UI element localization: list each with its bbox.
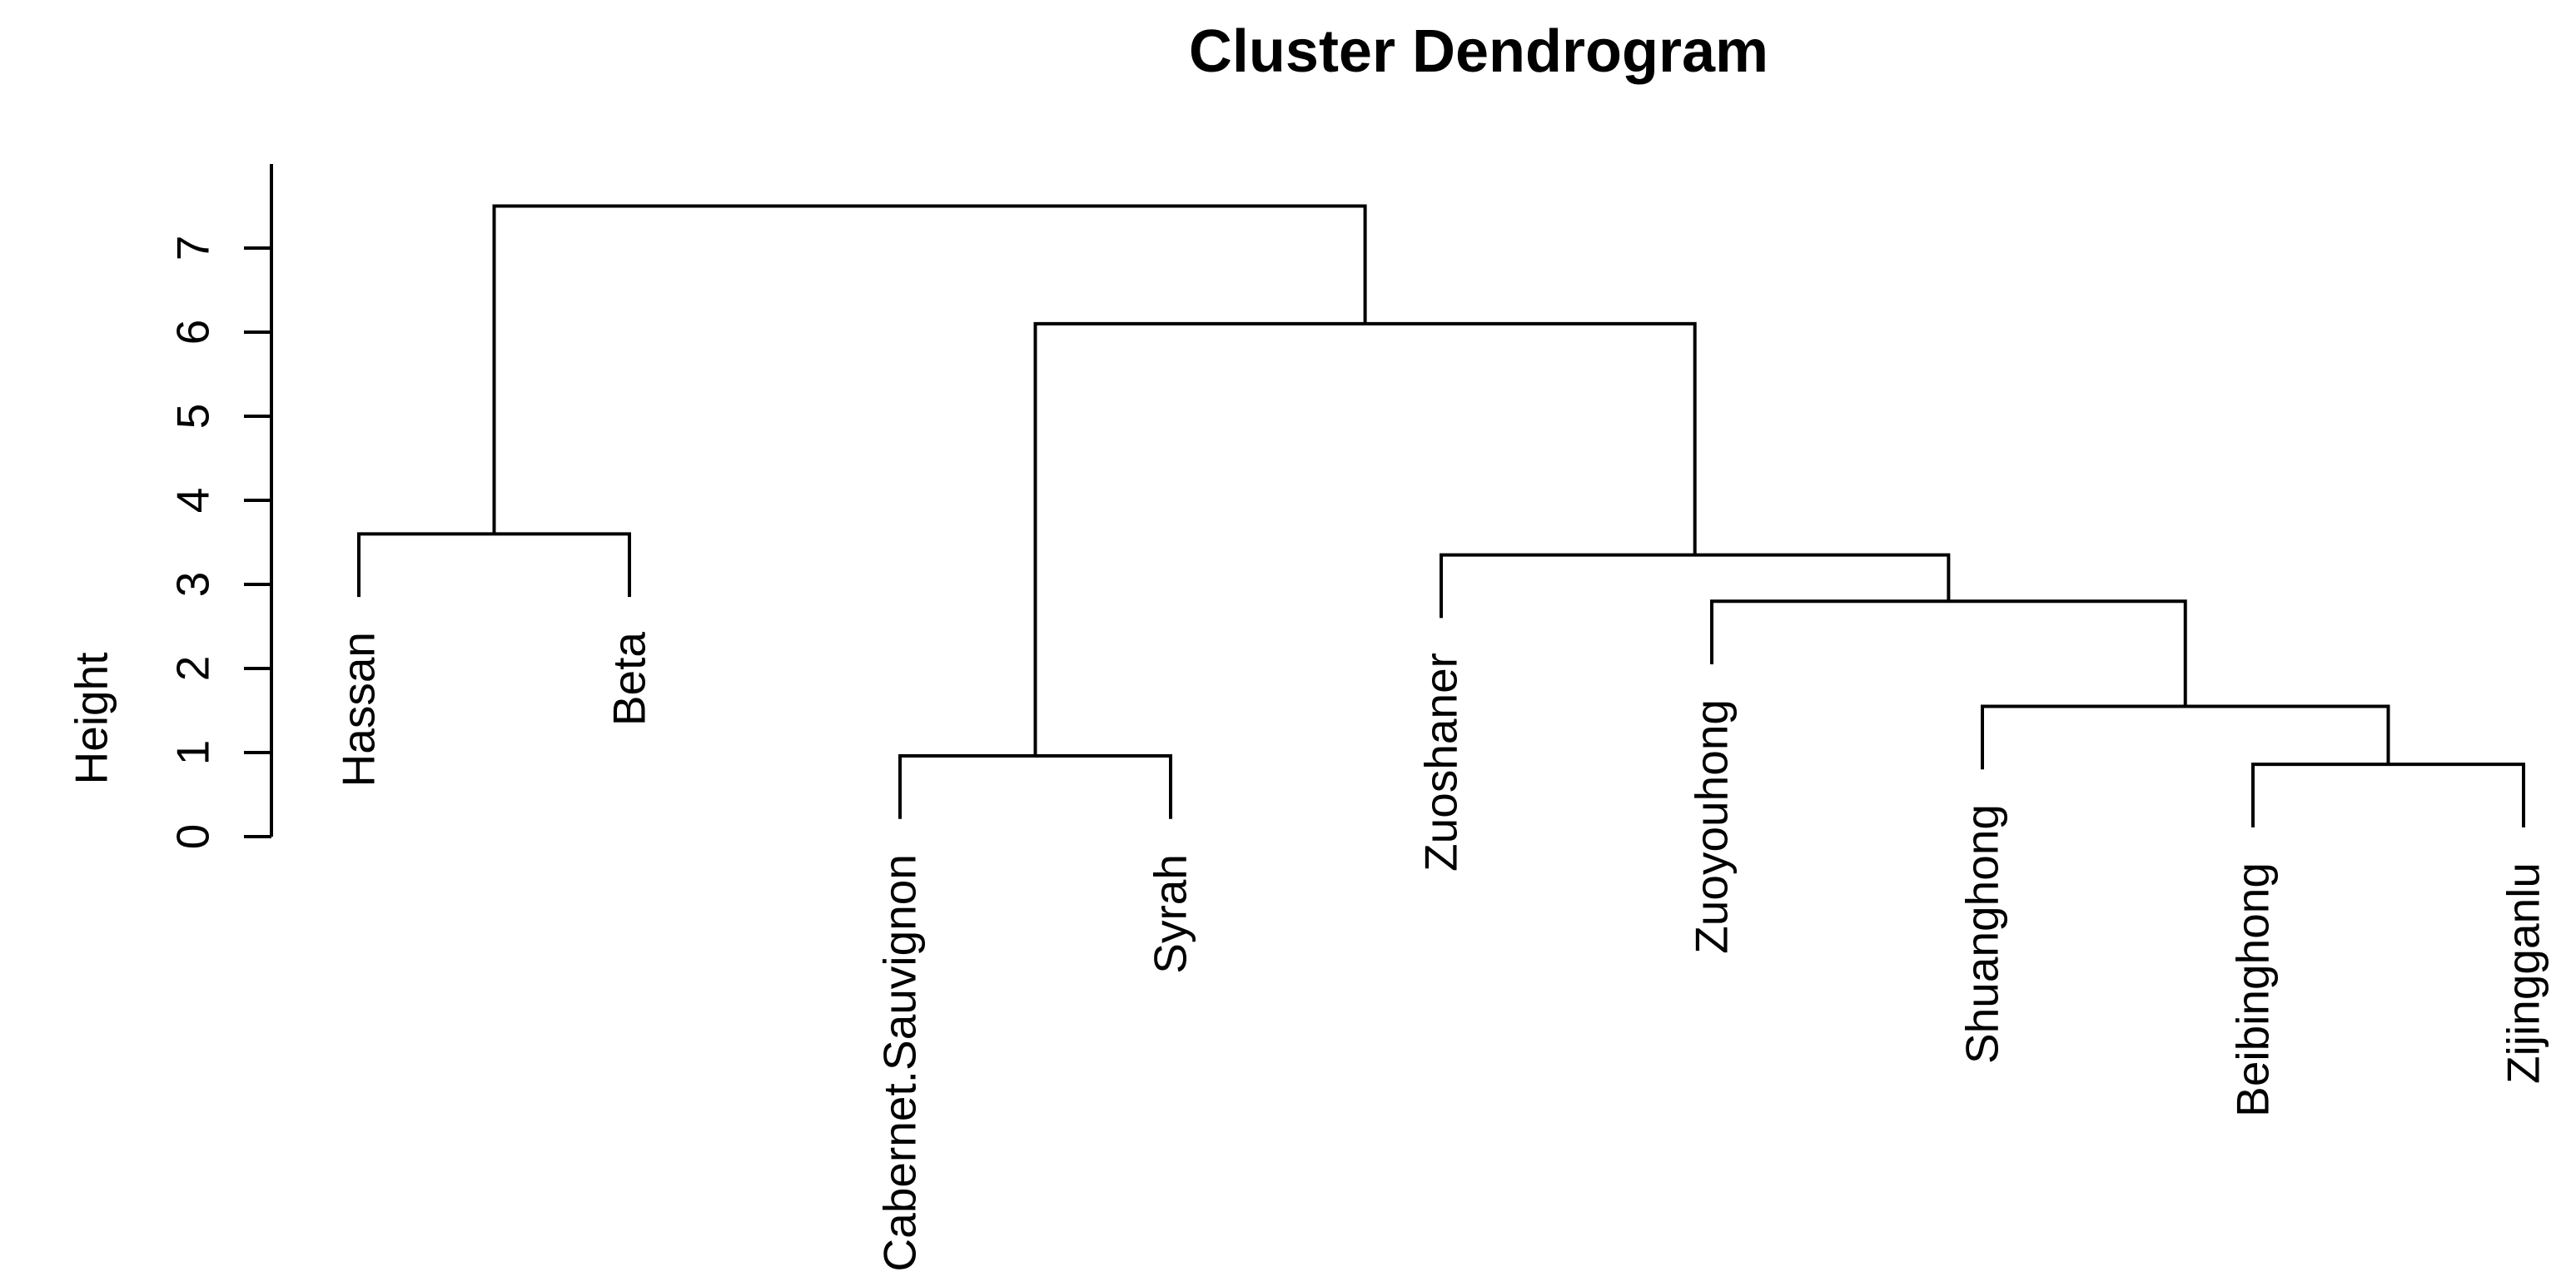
y-axis-tick-label: 0: [167, 823, 219, 850]
dendrogram-branch: [357, 532, 631, 598]
dendrogram-branch: [492, 204, 1367, 534]
leaf-label-text: Zuoyouhong: [1685, 698, 1738, 954]
dendrogram-branch: [1440, 553, 1951, 619]
leaf-label-text: Shuanghong: [1956, 804, 2008, 1065]
dendrogram-branch: [2251, 763, 2525, 827]
y-axis-tick-label: 6: [167, 319, 219, 345]
leaf-label-text: Zijingganlu: [2497, 862, 2549, 1084]
y-axis-tick-label: 4: [167, 487, 219, 514]
y-axis-tick-label: 1: [167, 739, 219, 766]
dendrogram-branch: [1710, 599, 2187, 707]
dendrogram-branch: [898, 754, 1172, 819]
leaf-label-text: Beta: [603, 632, 655, 727]
y-axis-tick-label: 3: [167, 571, 219, 598]
y-axis-tick-label: 7: [167, 235, 219, 261]
leaf-label-text: Beibinghong: [2226, 862, 2279, 1117]
leaf-label-text: Zuoshaner: [1415, 653, 1467, 872]
chart-title: Cluster Dendrogram: [1188, 18, 1769, 85]
y-axis-tick-label: 2: [167, 655, 219, 682]
leaf-label-text: Hassan: [332, 632, 385, 788]
y-axis-title: Height: [65, 652, 117, 785]
dendrogram-branch: [1033, 321, 1697, 757]
leaf-label-text: Syrah: [1144, 853, 1196, 974]
dendrogram-branch: [1981, 704, 2390, 770]
y-axis-tick-label: 5: [167, 403, 219, 430]
leaf-label-text: Cabernet.Sauvignon: [873, 853, 926, 1272]
